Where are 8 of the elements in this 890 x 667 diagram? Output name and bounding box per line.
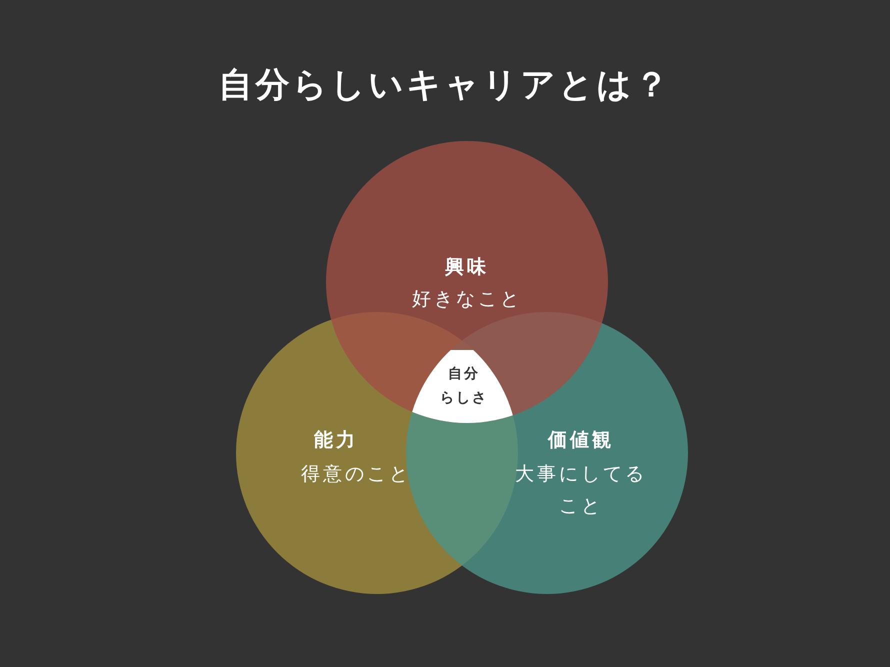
circle-heading: 能力	[313, 428, 359, 453]
circle-description: 得意のこと	[300, 462, 412, 487]
circle-description: 大事にしてること	[514, 462, 648, 519]
circle-description: 好きなこと	[411, 287, 523, 312]
circle-heading: 価値観	[546, 428, 615, 453]
circle-heading: 興味	[444, 255, 490, 280]
title: 自分らしいキャリアとは？	[218, 64, 672, 107]
center-label: 自分らしさ	[439, 365, 489, 408]
